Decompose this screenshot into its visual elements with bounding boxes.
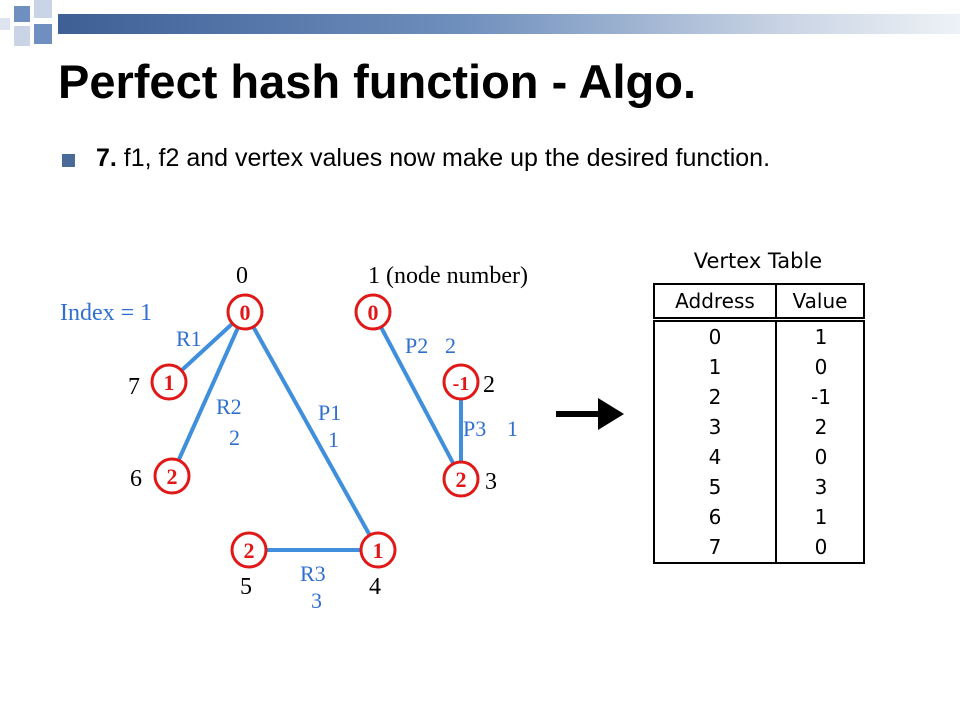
node-number-4: 4 xyxy=(369,574,381,600)
value-cell: 0 xyxy=(814,445,828,469)
value-cell: 0 xyxy=(814,355,828,379)
address-cell: 4 xyxy=(708,445,722,469)
arrow-right-icon xyxy=(556,398,624,430)
edge-label-p3: P3 xyxy=(463,416,486,441)
node-6: 2 xyxy=(153,457,191,495)
node-value-0: 0 xyxy=(240,300,251,325)
value-cell: 1 xyxy=(814,325,828,349)
edge-value-p1: 1 xyxy=(328,427,339,452)
edge-value-p3: 1 xyxy=(507,416,518,441)
node-0: 0 xyxy=(226,293,264,331)
node-value-6: 2 xyxy=(167,464,178,489)
edge-label-r1: R1 xyxy=(176,326,202,351)
edge-value-r3: 3 xyxy=(311,588,322,613)
header-bar xyxy=(58,14,960,34)
node-2: -1 xyxy=(442,363,480,401)
node-number-1: 1 xyxy=(368,263,380,289)
value-cell: 3 xyxy=(814,475,828,499)
node-number-7: 7 xyxy=(128,374,140,400)
edge-r2 xyxy=(170,311,247,476)
value-cell: -1 xyxy=(811,385,831,409)
node-value-1: 0 xyxy=(368,300,379,325)
vertex-table-header: Address Value xyxy=(653,283,865,319)
address-cell: 7 xyxy=(708,535,722,559)
node-number-0: 0 xyxy=(236,263,248,289)
vertex-table-title: Vertex Table xyxy=(693,249,823,273)
node-value-3: 2 xyxy=(456,467,467,492)
graph-nodes: 0 1 2 2 1 0 -1 2 xyxy=(150,293,480,569)
column-divider xyxy=(775,322,777,562)
edge-p2 xyxy=(371,311,463,479)
node-5: 2 xyxy=(230,531,268,569)
slide-title: Perfect hash function - Algo. xyxy=(58,55,697,108)
address-cell: 2 xyxy=(708,385,722,409)
node-number-3: 3 xyxy=(485,469,497,495)
edge-value-r2: 2 xyxy=(229,425,240,450)
bullet-text: f1, f2 and vertex values now make up the… xyxy=(116,144,771,172)
node-7: 1 xyxy=(150,363,188,401)
address-cell: 0 xyxy=(708,325,722,349)
value-cell: 0 xyxy=(814,535,828,559)
node-number-5: 5 xyxy=(240,574,252,600)
address-cell: 1 xyxy=(708,355,722,379)
value-cell: 2 xyxy=(814,415,828,439)
node-numbers-caption: (node number) xyxy=(386,263,528,289)
node-1: 0 xyxy=(354,293,392,331)
edge-label-p1: P1 xyxy=(318,400,341,425)
node-value-5: 2 xyxy=(244,538,255,563)
node-value-2: -1 xyxy=(453,373,470,395)
header-value: Value xyxy=(792,289,848,313)
node-value-7: 1 xyxy=(164,370,175,395)
node-3: 2 xyxy=(442,460,480,498)
address-cell: 6 xyxy=(708,505,722,529)
edge-label-r2: R2 xyxy=(216,394,242,419)
edge-label-p2: P2 xyxy=(405,333,428,358)
bullet-number: 7. xyxy=(96,144,117,172)
edge-value-p2: 2 xyxy=(445,333,456,358)
address-cell: 5 xyxy=(708,475,722,499)
edge-label-r3: R3 xyxy=(300,561,326,586)
edge-p1 xyxy=(243,311,380,551)
bullet-square-icon xyxy=(62,154,75,167)
header-address: Address xyxy=(655,285,777,317)
index-label: Index = 1 xyxy=(60,300,152,326)
node-4: 1 xyxy=(359,531,397,569)
address-cell: 3 xyxy=(708,415,722,439)
node-number-2: 2 xyxy=(483,372,495,398)
table-row: 2 -1 xyxy=(655,382,863,412)
node-value-4: 1 xyxy=(373,538,384,563)
value-cell: 1 xyxy=(814,505,828,529)
node-number-6: 6 xyxy=(130,466,142,492)
